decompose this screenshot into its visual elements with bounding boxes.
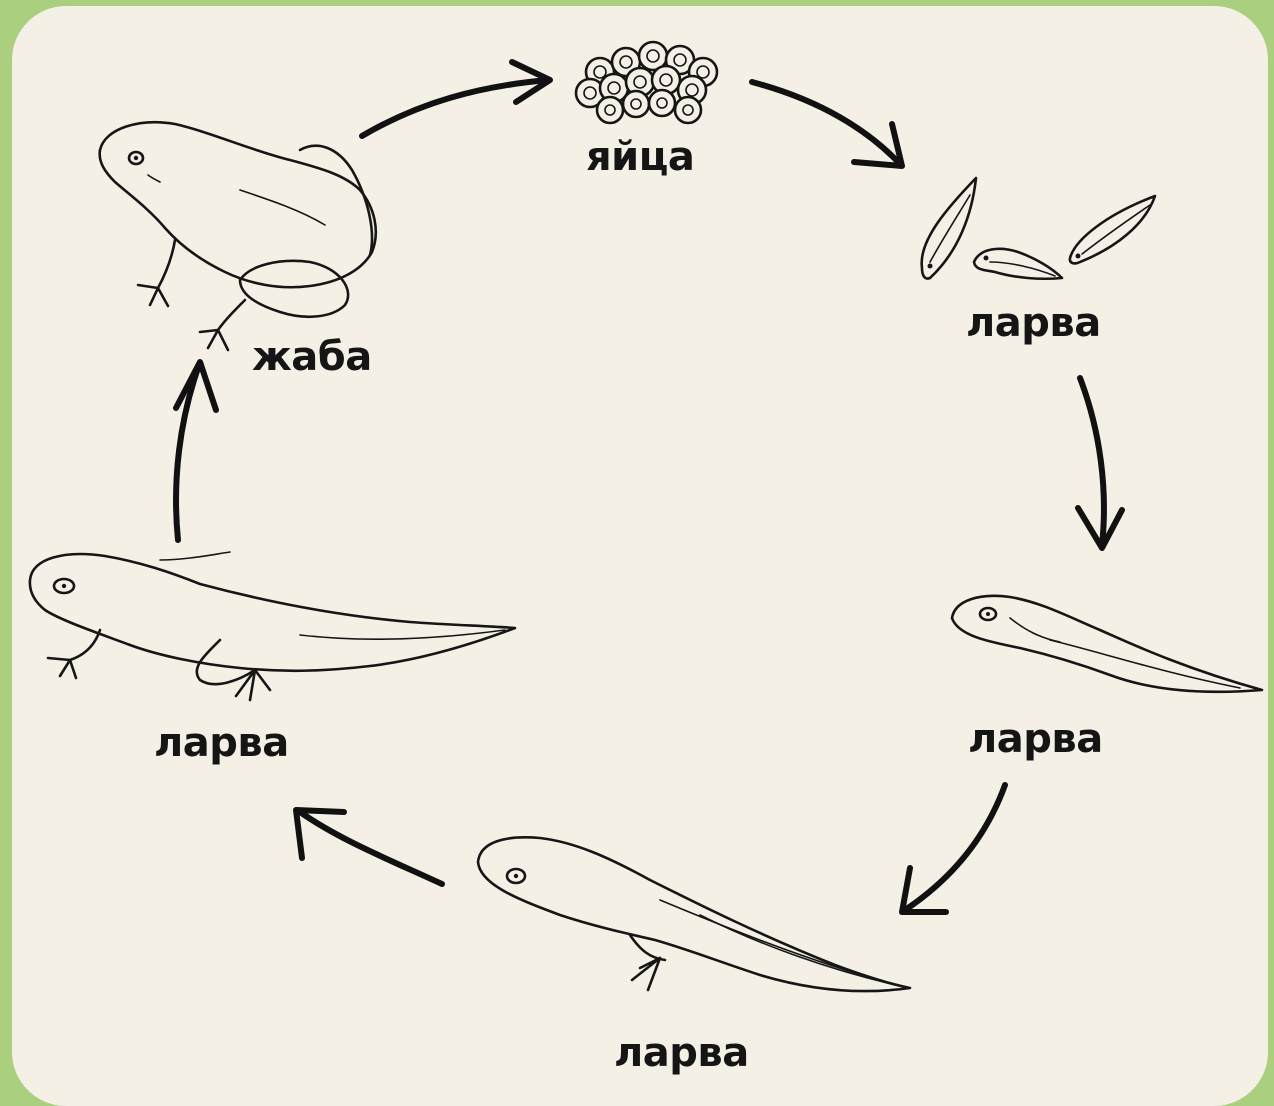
label-frog: жаба: [252, 334, 372, 380]
hatchling-tadpoles-icon: [922, 178, 1155, 279]
arrow-eggs-to-hatchlings: [752, 82, 900, 164]
arrow-frog-to-eggs: [362, 80, 548, 136]
frog-eggs-icon: [576, 42, 717, 123]
label-tadpole-hind-legs: ларва: [614, 1030, 749, 1076]
arrow-tadpole-to-hind-legs: [905, 785, 1005, 910]
arrow-hind-legs-to-froglet: [300, 812, 442, 884]
cycle-arrows: [176, 62, 1122, 912]
label-tadpole: ларва: [968, 716, 1103, 762]
frog-icon: [100, 122, 376, 350]
label-eggs: яйца: [586, 134, 694, 180]
arrow-froglet-to-frog: [176, 368, 198, 540]
tadpole-icon: [952, 596, 1262, 692]
label-froglet: ларва: [154, 720, 289, 766]
tadpole-hind-legs-icon: [478, 837, 910, 991]
label-hatchlings: ларва: [966, 300, 1101, 346]
froglet-icon: [30, 552, 515, 700]
